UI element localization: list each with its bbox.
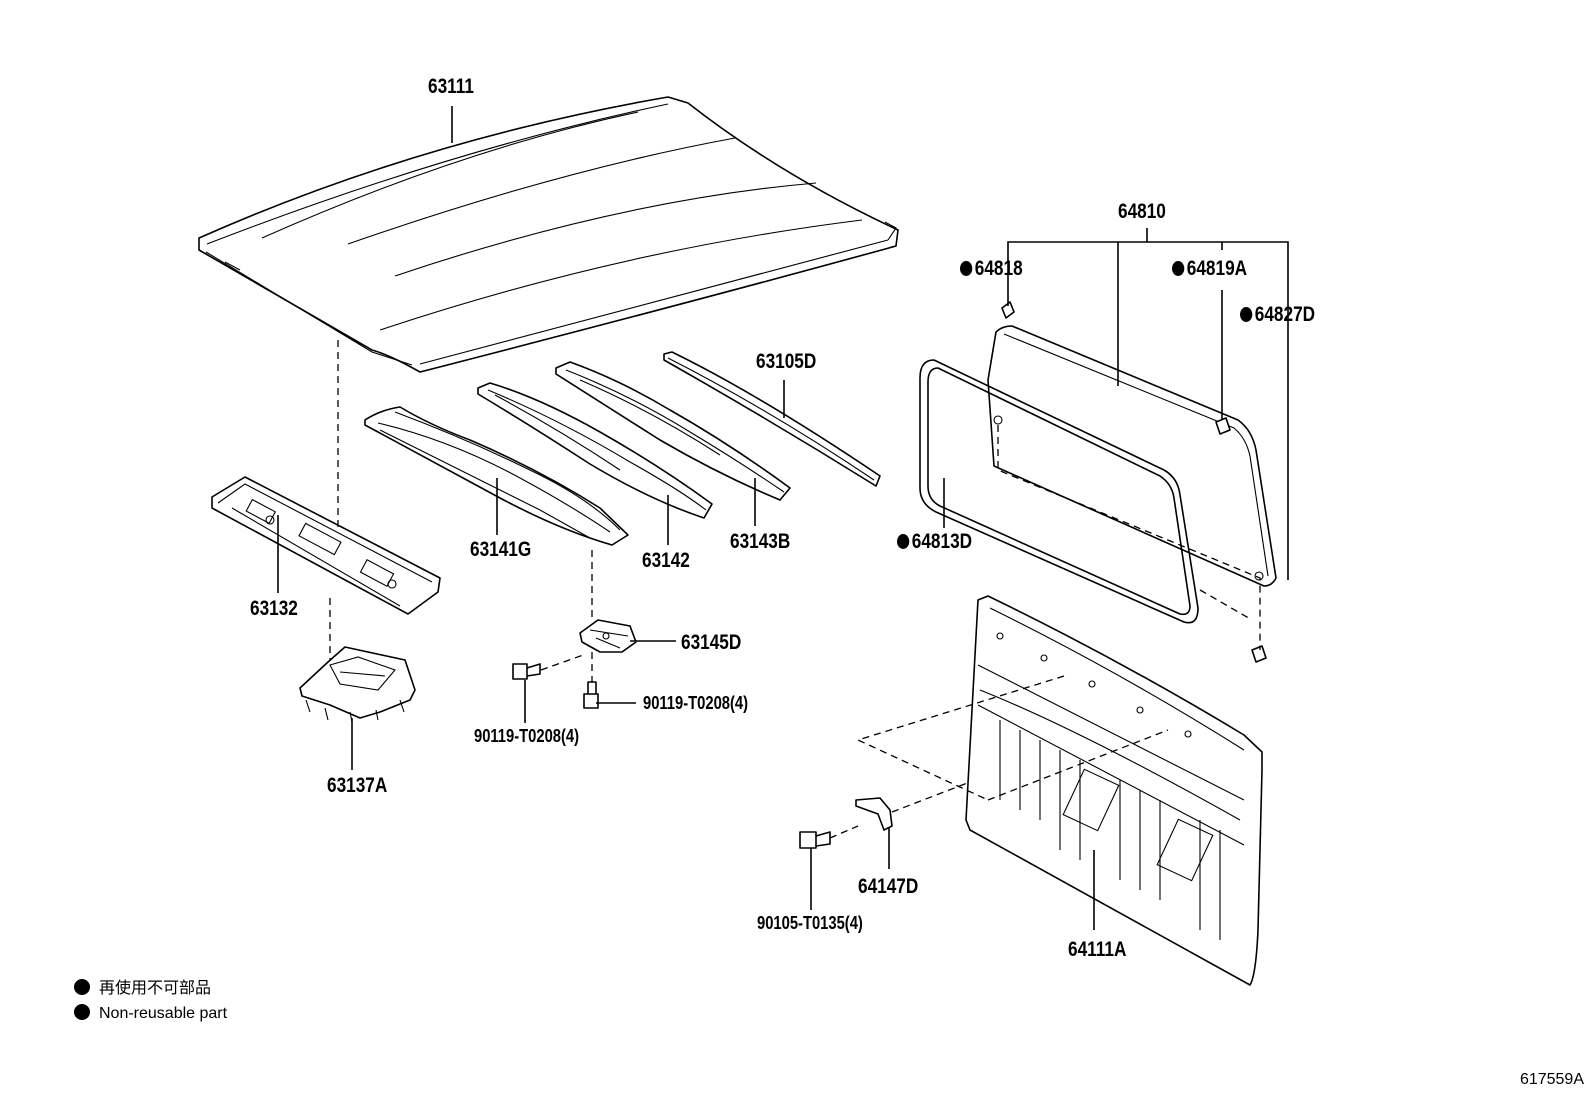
bolt-90119-b-drawing [583,681,599,709]
non-reusable-dot-icon [1172,261,1185,276]
back-panel-drawing [965,595,1263,986]
label-bolt-a: 90119-T0208(4) [643,693,749,713]
roof-bow-63143b-drawing [555,361,791,501]
label-back-bracket: 64147D [858,875,919,898]
roof-rail-63105d-drawing [663,351,881,487]
non-reusable-dot-icon [897,534,910,549]
roof-bow-63141g-drawing [364,406,629,546]
back-glass-drawing [987,325,1277,587]
roof-bow-63142-drawing [477,382,713,519]
label-clip-64818: 64818 [960,258,1023,279]
leader-lines [277,106,1289,930]
bracket-drawing [299,646,416,723]
legend-english-text: Non-reusable part [99,1005,228,1022]
label-roof-bow-2: 63142 [642,549,690,572]
back-bracket-drawing [855,797,893,831]
filled-circle-icon [74,1004,90,1020]
legend-japanese: 再使用不可部品 [74,979,211,997]
label-roof-bow-3: 63143B [730,530,791,553]
label-bolt-b: 90119-T0208(4) [474,726,580,746]
weatherstrip-drawing [919,359,1199,624]
filled-circle-icon [74,979,90,995]
label-rear-rail: 63105D [756,350,817,373]
alignment-lines [329,340,1261,839]
retainer-drawing [579,619,637,653]
clip-64827d-drawing [1251,645,1267,663]
drawing-code: 617559A [1519,1071,1584,1088]
label-bracket: 63137A [327,774,388,797]
bolt-90105-drawing [799,831,831,849]
label-clip-64819a: 64819A [1172,258,1247,279]
front-frame-drawing [211,476,441,615]
label-roof-bow-1: 63141G [470,538,532,561]
label-clip-64827d: 64827D [1240,304,1315,325]
legend-english: Non-reusable part [74,1004,227,1022]
label-glass-assy: 64810 [1118,200,1166,223]
label-front-frame: 63132 [250,597,298,620]
non-reusable-dot-icon [1240,307,1253,322]
roof-panel-drawing [198,96,899,373]
label-retainer: 63145D [681,631,742,654]
bolt-90119-a-drawing [512,663,541,680]
non-reusable-dot-icon [960,261,973,276]
label-bolt-c: 90105-T0135(4) [757,913,863,933]
legend-japanese-text: 再使用不可部品 [99,980,212,997]
label-back-panel: 64111A [1068,938,1127,961]
label-roof-panel: 63111 [428,75,474,98]
label-weatherstrip: 64813D [897,531,972,552]
